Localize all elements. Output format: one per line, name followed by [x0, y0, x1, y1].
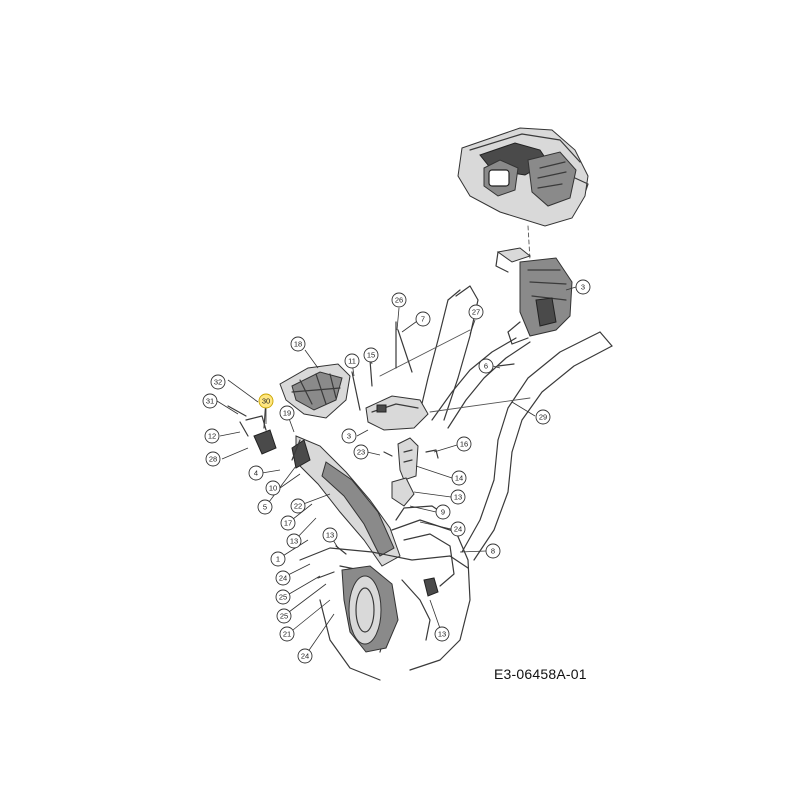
callout-9: 9 — [435, 504, 451, 520]
chute-deflector — [279, 363, 351, 419]
callout-10: 10 — [265, 480, 281, 496]
svg-text:31: 31 — [206, 397, 214, 406]
callout-32: 32 — [210, 374, 226, 390]
svg-text:5: 5 — [263, 503, 267, 512]
callout-1: 1 — [270, 551, 286, 567]
callout-13-left: 13 — [286, 533, 302, 549]
callout-13-right-lower: 13 — [434, 626, 450, 642]
svg-text:13: 13 — [326, 531, 334, 540]
callout-17: 17 — [280, 515, 296, 531]
callout-26: 26 — [391, 292, 407, 308]
callout-27: 27 — [468, 304, 484, 320]
svg-text:6: 6 — [484, 362, 488, 371]
callout-13-right-upper: 13 — [450, 489, 466, 505]
callout-31: 31 — [202, 393, 218, 409]
svg-text:16: 16 — [460, 440, 468, 449]
svg-text:13: 13 — [438, 630, 446, 639]
svg-text:17: 17 — [284, 519, 292, 528]
svg-text:26: 26 — [395, 296, 403, 305]
callout-25-lower: 25 — [276, 608, 292, 624]
callout-18: 18 — [290, 336, 306, 352]
callout-5: 5 — [257, 499, 273, 515]
svg-text:3: 3 — [347, 432, 351, 441]
svg-text:25: 25 — [280, 612, 288, 621]
callout-28: 28 — [205, 451, 221, 467]
engine-cover — [457, 127, 589, 227]
svg-text:14: 14 — [455, 474, 463, 483]
callout-8: 8 — [485, 543, 501, 559]
callout-25-upper: 25 — [275, 589, 291, 605]
callout-12: 12 — [204, 428, 220, 444]
svg-text:15: 15 — [367, 351, 375, 360]
callout-16: 16 — [456, 436, 472, 452]
svg-text:7: 7 — [421, 315, 425, 324]
svg-text:28: 28 — [209, 455, 217, 464]
svg-text:4: 4 — [254, 469, 258, 478]
svg-text:3: 3 — [581, 283, 585, 292]
callout-15: 15 — [363, 347, 379, 363]
callout-24-bottom: 24 — [297, 648, 313, 664]
callout-24-left-upper: 24 — [275, 570, 291, 586]
svg-text:27: 27 — [472, 308, 480, 317]
handle-frame — [419, 285, 613, 561]
chute-control-assembly — [495, 247, 573, 345]
svg-text:24: 24 — [279, 574, 287, 583]
svg-text:11: 11 — [348, 357, 356, 366]
callout-3-top: 3 — [575, 279, 591, 295]
svg-text:18: 18 — [294, 340, 302, 349]
svg-text:1: 1 — [276, 555, 280, 564]
callout-3-chute: 3 — [341, 428, 357, 444]
svg-text:29: 29 — [539, 413, 547, 422]
hardware-bolts — [227, 321, 515, 579]
callout-23: 23 — [353, 444, 369, 460]
auger-housing — [299, 505, 471, 681]
svg-text:8: 8 — [491, 547, 495, 556]
callout-7: 7 — [415, 311, 431, 327]
callout-6: 6 — [478, 358, 494, 374]
svg-text:12: 12 — [208, 432, 216, 441]
svg-text:13: 13 — [290, 537, 298, 546]
callout-leaders — [216, 286, 577, 657]
callout-30-highlighted: 30 — [258, 393, 274, 409]
svg-text:23: 23 — [357, 448, 365, 457]
chute-support-bracket — [391, 437, 439, 507]
discharge-chute — [291, 435, 401, 567]
callout-21: 21 — [279, 626, 295, 642]
svg-text:30: 30 — [262, 397, 270, 406]
svg-text:24: 24 — [301, 652, 309, 661]
callout-4: 4 — [248, 465, 264, 481]
callout-13-center: 13 — [322, 527, 338, 543]
callout-29: 29 — [535, 409, 551, 425]
callout-11: 11 — [344, 353, 360, 369]
callout-14: 14 — [451, 470, 467, 486]
callout-22: 22 — [290, 498, 306, 514]
svg-text:25: 25 — [279, 593, 287, 602]
svg-text:13: 13 — [454, 493, 462, 502]
svg-text:10: 10 — [269, 484, 277, 493]
diagram-reference-code: E3-06458A-01 — [494, 666, 587, 682]
svg-text:9: 9 — [441, 508, 445, 517]
chute-rotator-housing — [365, 395, 429, 431]
svg-text:21: 21 — [283, 630, 291, 639]
svg-text:19: 19 — [283, 409, 291, 418]
svg-text:32: 32 — [214, 378, 222, 387]
svg-text:22: 22 — [294, 502, 302, 511]
callout-24-right: 24 — [450, 521, 466, 537]
svg-text:24: 24 — [454, 525, 462, 534]
chute-rotator-bracket — [245, 399, 277, 455]
callout-19: 19 — [279, 405, 295, 421]
